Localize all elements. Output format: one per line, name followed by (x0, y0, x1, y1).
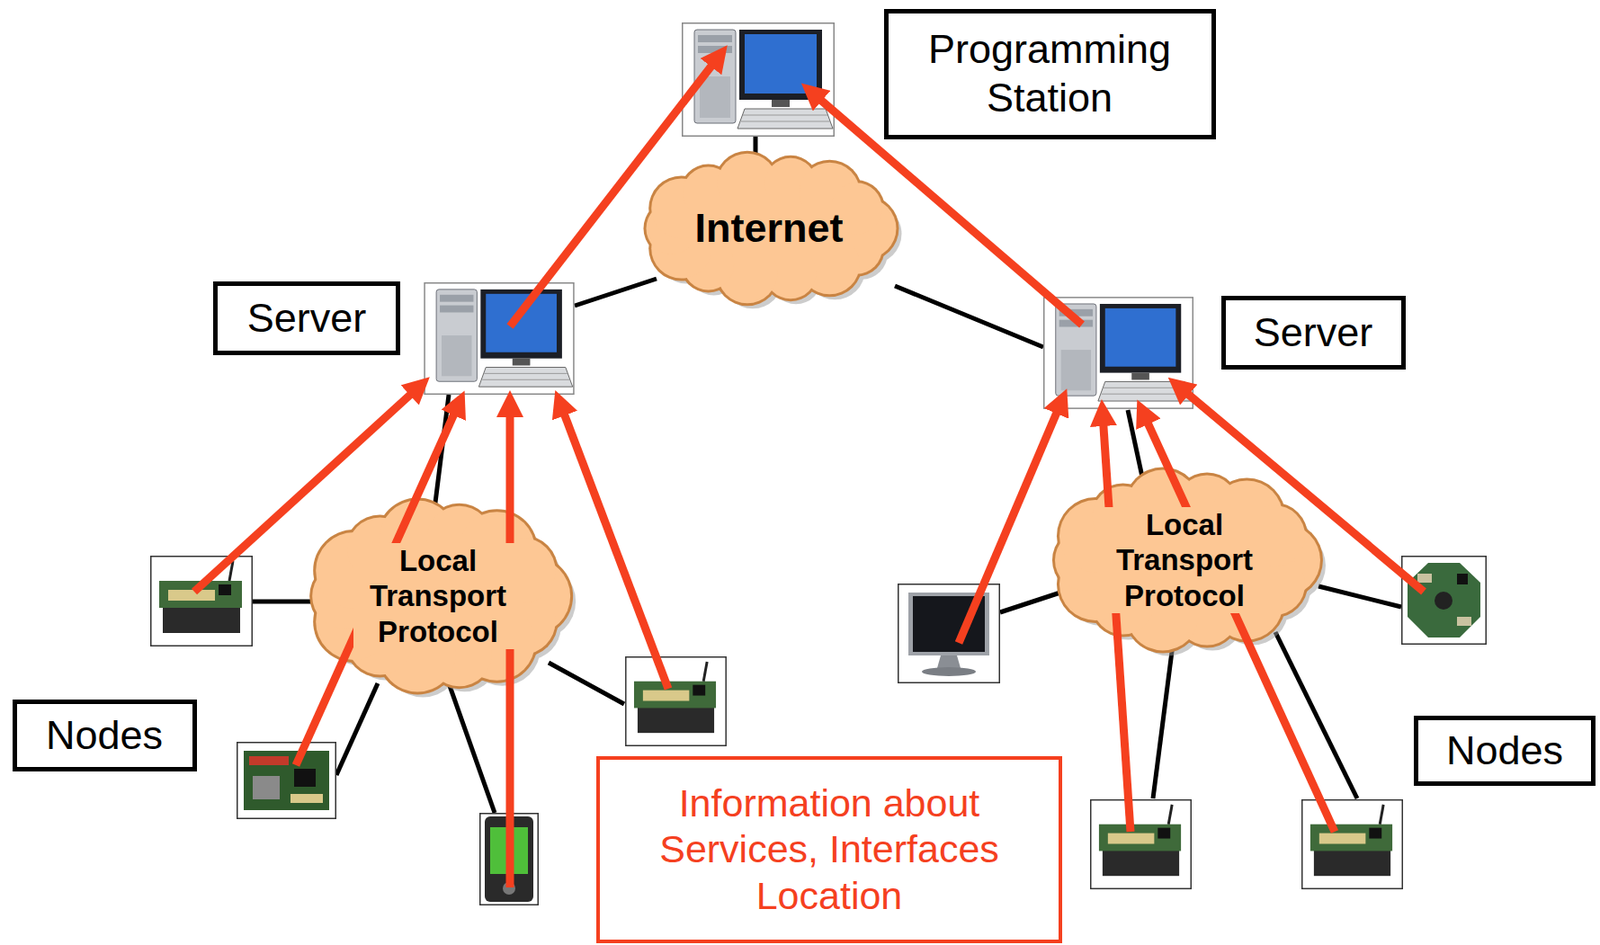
network-link (252, 599, 315, 605)
cloud-shadow (349, 542, 538, 662)
network-link (1000, 591, 1064, 613)
callout-box: Information about Services, Interfaces L… (596, 756, 1063, 944)
network-link (548, 662, 625, 705)
cloud-outline (341, 534, 536, 659)
cloud-shadow (317, 506, 576, 698)
cloud-fill (1054, 470, 1320, 652)
network-link (448, 683, 495, 814)
label-box: Nodes (12, 699, 197, 772)
computer-icon (424, 283, 574, 395)
node-label: Nodes (45, 711, 163, 760)
node-label: Server (1253, 308, 1374, 358)
cloud-fill (344, 536, 533, 656)
node-label: Local Transport Protocol (353, 543, 523, 651)
network-cloud: Internet (640, 151, 898, 306)
network-link (1153, 637, 1174, 799)
board-icon (1402, 556, 1487, 645)
node-label: Internet (690, 204, 847, 253)
sensor-mote-icon (151, 556, 253, 647)
monitor-icon (898, 584, 1001, 684)
cloud-fill (312, 500, 571, 693)
info-arrow (560, 403, 669, 689)
cloud-outline (1051, 467, 1323, 654)
cloud-fill (1085, 504, 1285, 617)
network-link (1318, 586, 1402, 608)
node-label: Information about Services, Interfaces L… (617, 780, 1041, 921)
node-label: Server (247, 294, 367, 343)
label-box: Server (1221, 295, 1406, 370)
cloud-fill (645, 153, 896, 304)
info-arrow (958, 402, 1062, 644)
network-link (1127, 410, 1144, 482)
network-link (894, 286, 1044, 348)
sensor-mote-icon (1090, 800, 1192, 890)
cloud-outline (643, 151, 899, 306)
label-box: Server (213, 281, 401, 356)
node-label: Local Transport Protocol (1099, 507, 1270, 615)
cloud-outline (1082, 501, 1288, 619)
sensor-mote-icon (625, 657, 726, 747)
node-label: Nodes (1446, 726, 1564, 776)
node-label: Programming Station (905, 25, 1194, 123)
cloud-shadow (1059, 475, 1325, 657)
network-link (574, 278, 657, 306)
network-link (336, 683, 378, 776)
label-box: Programming Station (884, 8, 1216, 140)
board-icon (237, 742, 337, 820)
label-box: Nodes (1413, 715, 1596, 787)
sensor-mote-icon (1302, 800, 1404, 890)
cloud-outline (309, 498, 573, 696)
network-link (1275, 632, 1358, 799)
